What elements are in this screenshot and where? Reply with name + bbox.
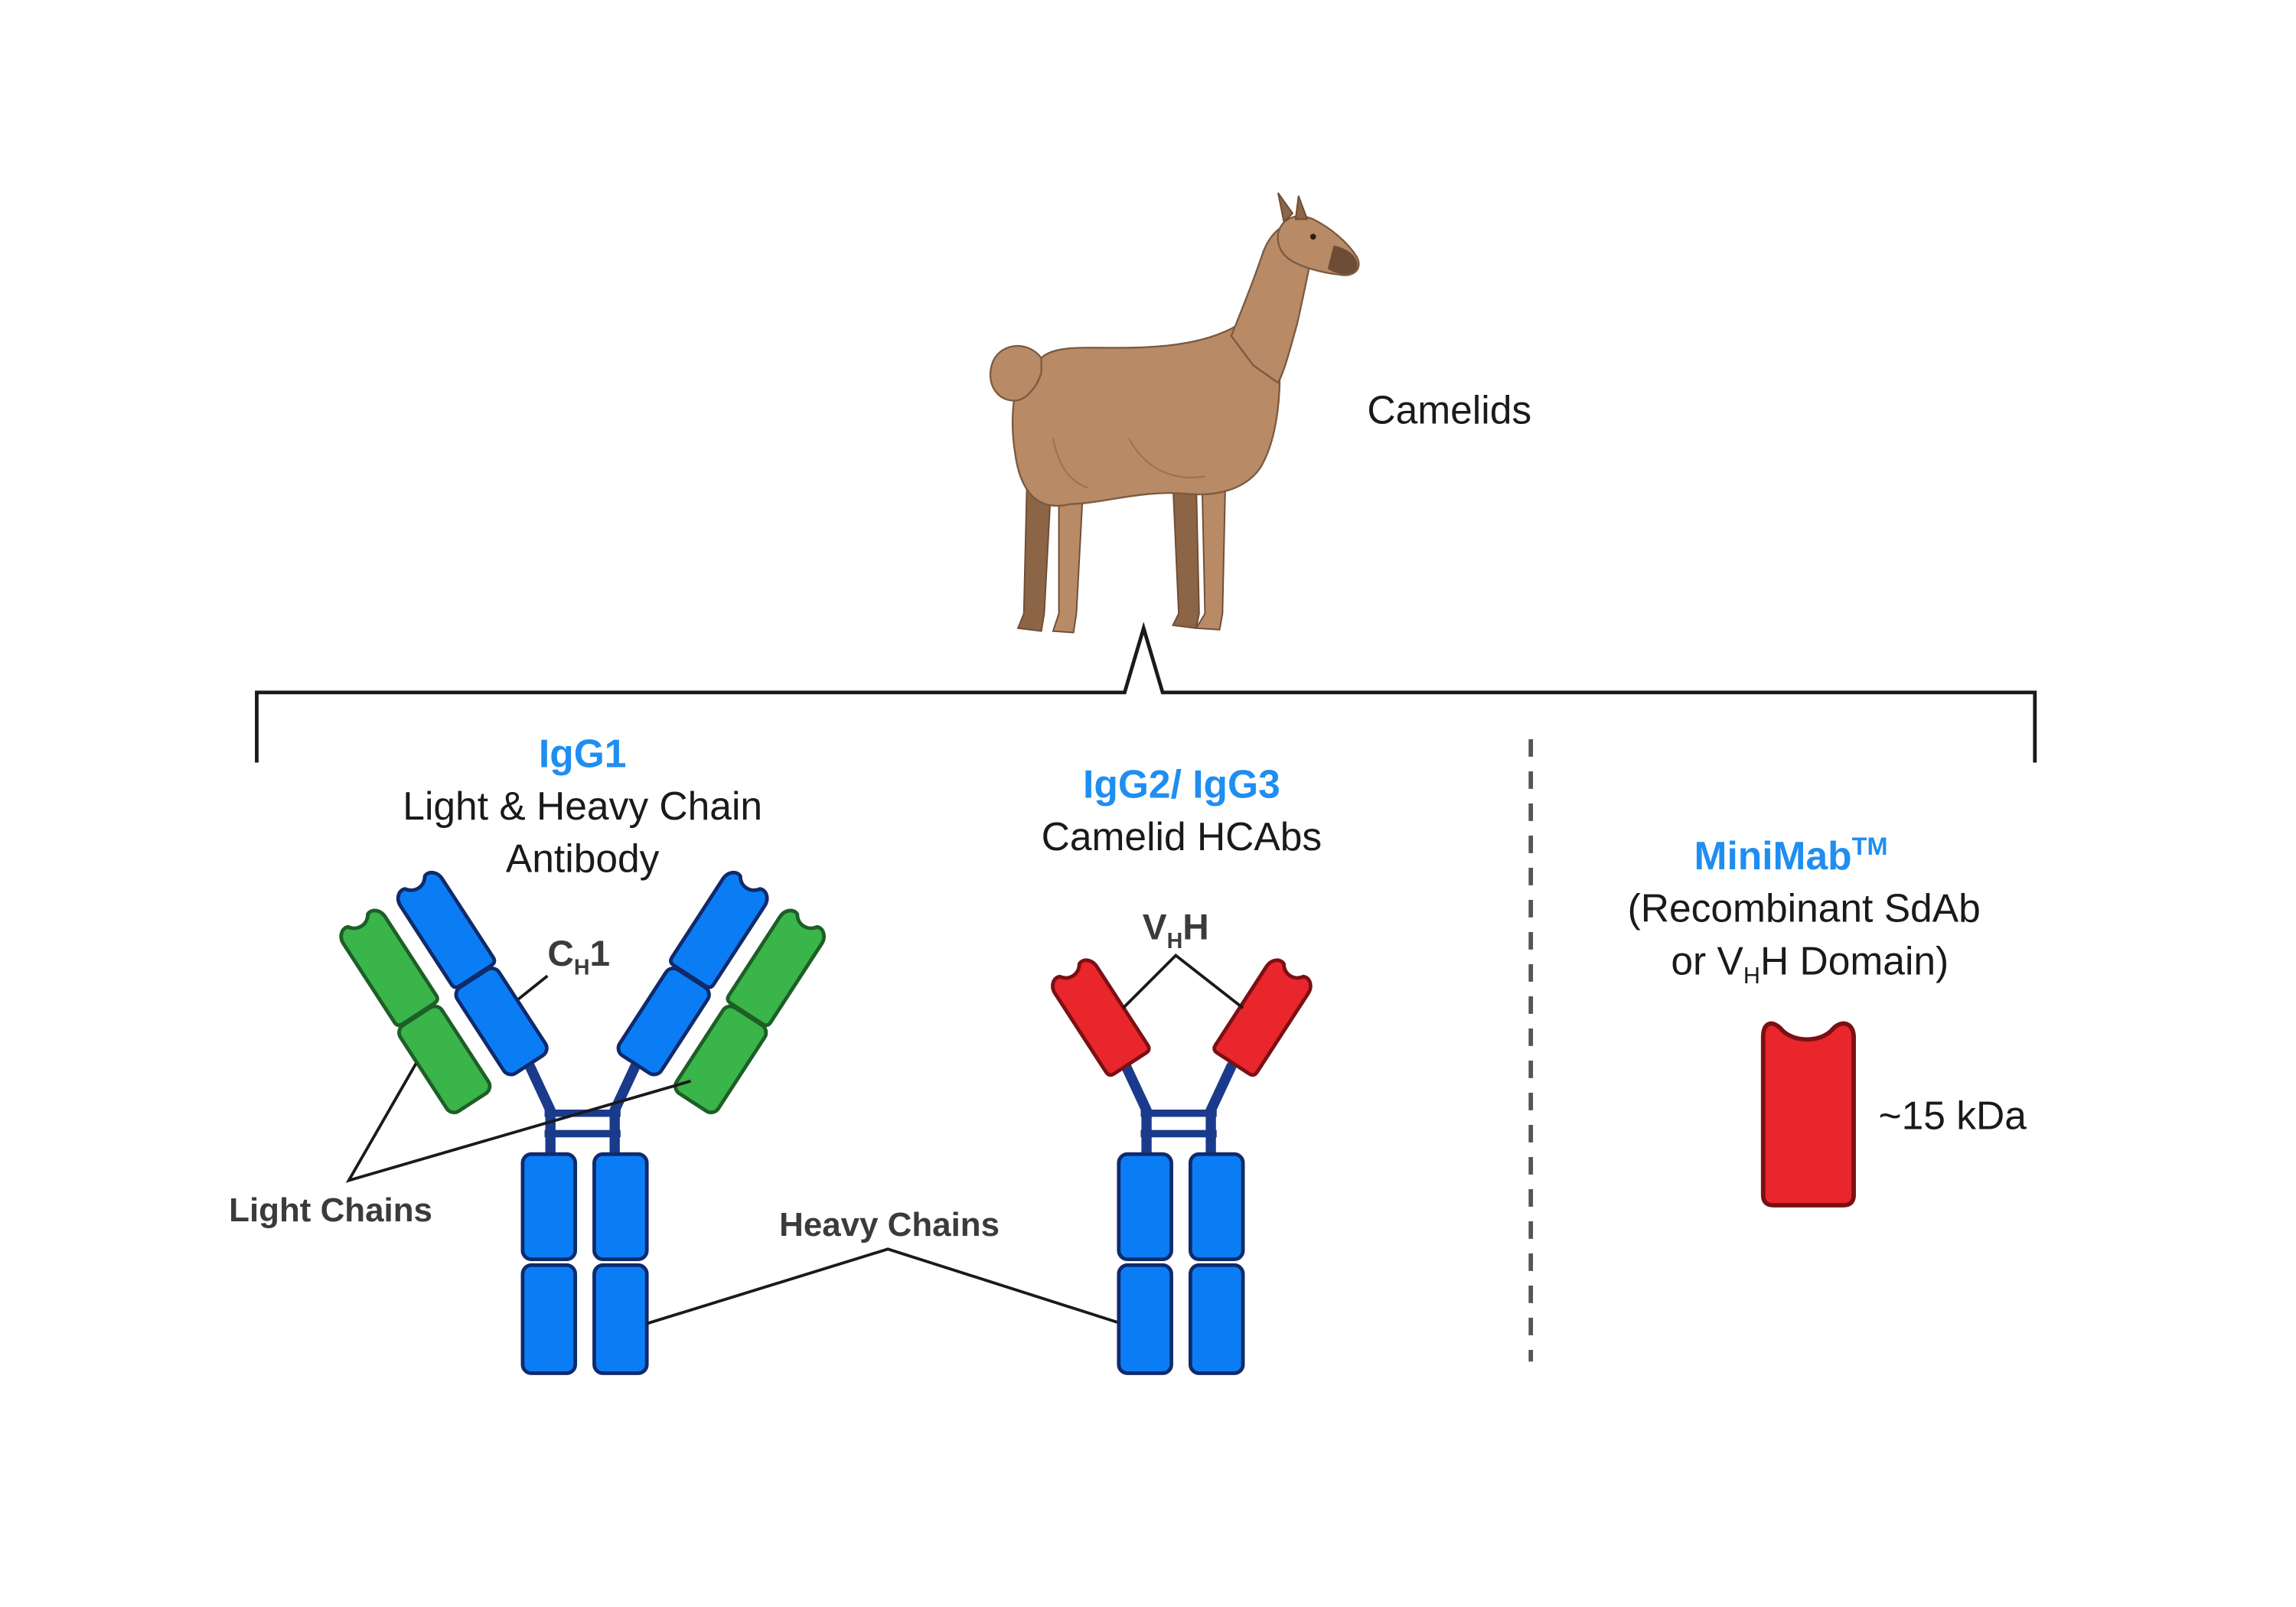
minimab-size-label: ~15 kDa (1879, 1094, 2027, 1138)
igg23-title: IgG2/ IgG3 (1083, 761, 1280, 806)
minimab-description-line1: (Recombinant SdAb (1628, 886, 1981, 931)
hcab-antibody-icon (1051, 958, 1313, 1375)
minimab-description-line2: or VHH Domain) (1671, 938, 1949, 988)
heavy-chains-label: Heavy Chains (779, 1206, 1000, 1244)
tree-bracket (255, 621, 2037, 763)
vhh-leader (1122, 953, 1244, 1009)
light-chains-label: Light Chains (229, 1191, 432, 1229)
ch1-label: CH1 (547, 934, 610, 980)
animal-label: Camelids (1367, 388, 1531, 432)
igg1-description-line1: Light & Heavy Chain (403, 784, 762, 828)
igg23-subtitle: Camelid HCAbs (1042, 814, 1322, 859)
vhh-label: VHH (1143, 908, 1209, 953)
igg1-antibody-icon (339, 870, 826, 1375)
igg1-description-line2: Antibody (506, 836, 660, 881)
light-chains-leader (345, 1062, 691, 1183)
igg1-title: IgG1 (539, 731, 627, 775)
minimab-title: MiniMabTM (1694, 833, 1888, 878)
heavy-chains-leader (646, 1247, 1123, 1325)
minimab-domain-icon (1760, 1021, 1856, 1208)
ch1-leader (517, 974, 549, 1001)
llama-icon (990, 192, 1360, 634)
